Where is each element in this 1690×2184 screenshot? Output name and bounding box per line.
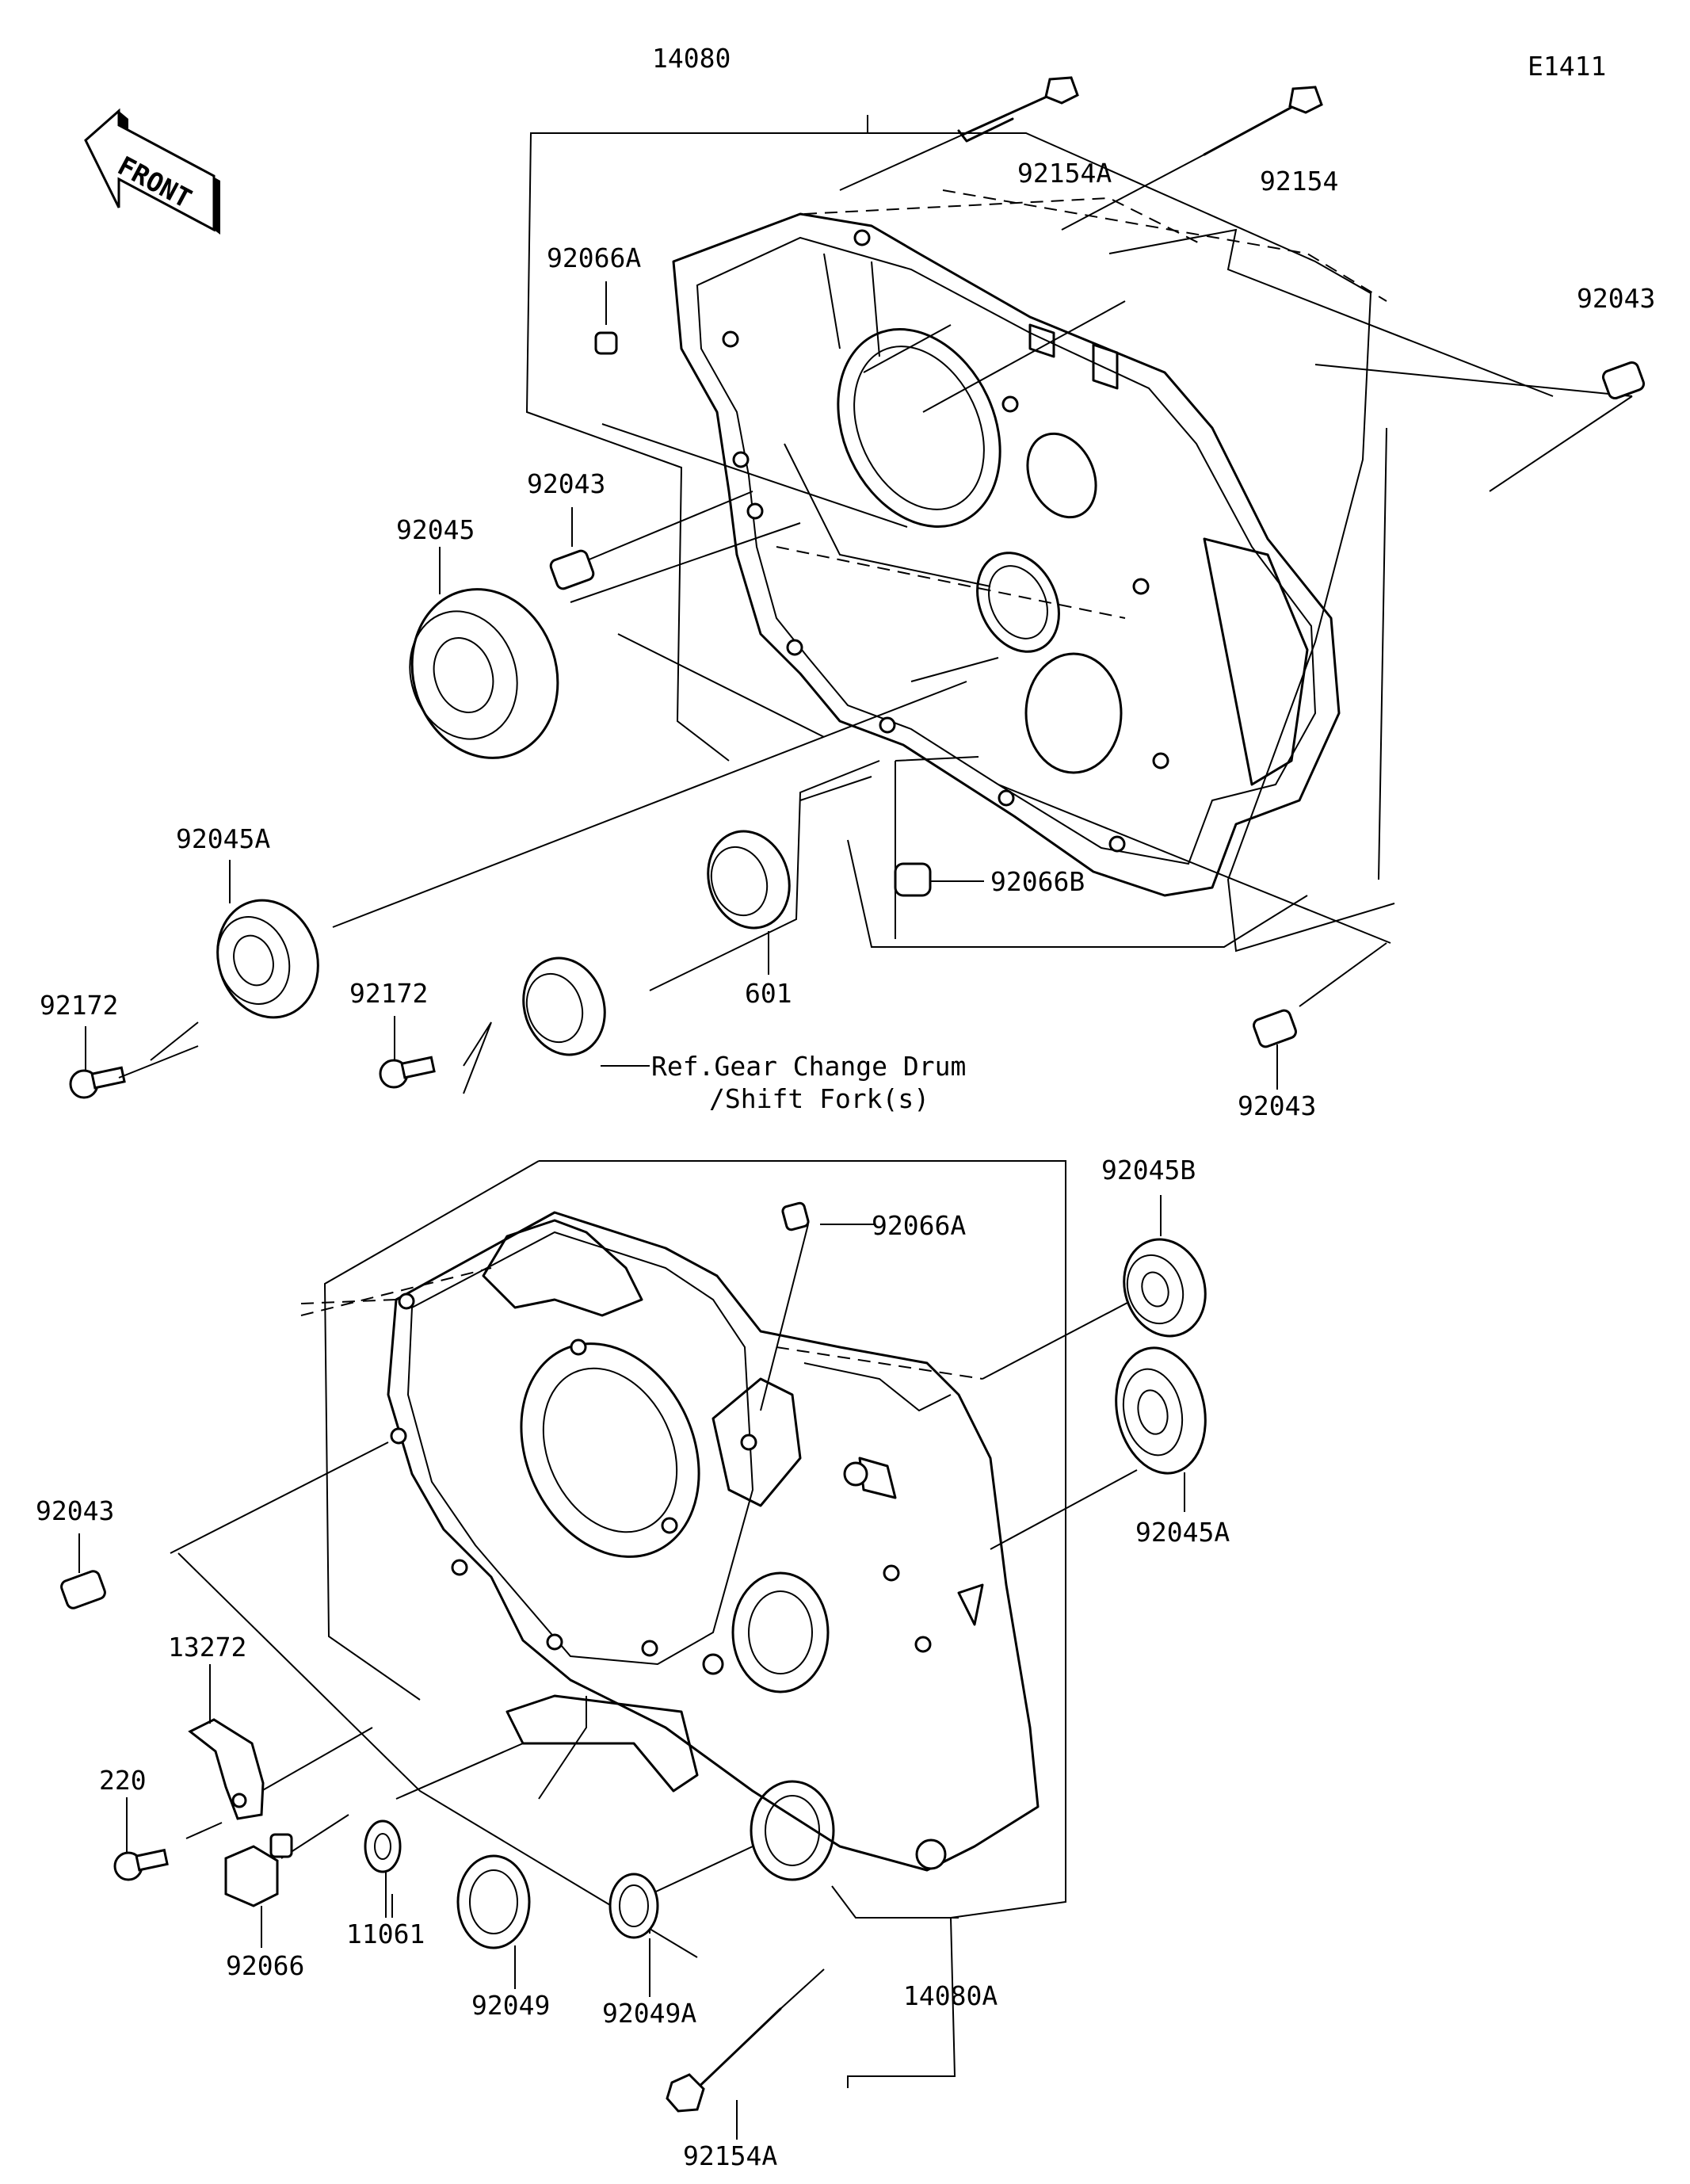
label-92066B: 92066B: [990, 866, 1085, 897]
seal-92049: [456, 1854, 531, 1989]
label-92043-left: 92043: [527, 468, 605, 499]
label-220: 220: [99, 1765, 147, 1796]
pin-92066B: [894, 862, 984, 897]
washer-11061: [364, 1819, 402, 1918]
label-92045A-lower: 92045A: [1135, 1517, 1230, 1548]
label-92154A-upper: 92154A: [1017, 158, 1112, 189]
label-92066A-lower: 92066A: [872, 1210, 966, 1241]
bolt-92154A-upper: [839, 76, 1079, 191]
upper-crankcase: [672, 212, 1341, 897]
figure-code: E1411: [1528, 51, 1606, 82]
dowel-92043-left: [549, 507, 595, 590]
label-92045: 92045: [396, 514, 475, 545]
label-11061: 11061: [346, 1919, 425, 1949]
label-92043-right: 92043: [1577, 283, 1655, 314]
label-92066A-upper: 92066A: [547, 242, 641, 273]
bearing-92045B: [1123, 1195, 1207, 1338]
bearing-601: [707, 830, 791, 975]
label-92045B: 92045B: [1101, 1155, 1196, 1186]
ref-shift-forks: /Shift Fork(s): [709, 1083, 929, 1114]
bolt-92154-upper: [1061, 86, 1323, 231]
label-14080A: 14080A: [903, 1980, 998, 2011]
dowel-92043-lower: [60, 1533, 106, 1609]
label-92045A-upper: 92045A: [176, 823, 270, 854]
pin-92066A-lower: [781, 1201, 810, 1231]
label-92154: 92154: [1260, 166, 1338, 197]
bracket-13272: [188, 1664, 265, 1820]
plug-92066: [224, 1833, 293, 1948]
bolt-92154A-lower: [666, 1968, 825, 2140]
label-92043-low-right: 92043: [1238, 1090, 1316, 1121]
label-92049A: 92049A: [602, 1998, 696, 2029]
front-arrow-icon: FRONT: [84, 108, 220, 235]
ref-gear-change-drum: Ref.Gear Change Drum: [651, 1051, 966, 1082]
lower-leader-lines: [170, 1160, 1142, 2088]
dowel-92043-right: [1601, 361, 1646, 400]
label-92043-lower: 92043: [36, 1495, 114, 1526]
label-92066: 92066: [226, 1950, 304, 1981]
bearing-92045: [409, 547, 559, 759]
lower-crankcase: [387, 1211, 1040, 1881]
upper-leader-lines: [332, 115, 1633, 1007]
bearing-ref-shift-drum: [522, 956, 650, 1067]
screw-92172-mid: [379, 1016, 492, 1094]
label-14080: 14080: [652, 43, 731, 74]
bearing-92045A-upper: [216, 860, 319, 1019]
label-92172-left: 92172: [40, 990, 118, 1021]
label-13272: 13272: [168, 1632, 246, 1663]
bearing-92045A-lower: [1115, 1346, 1207, 1512]
label-601: 601: [745, 978, 792, 1009]
screw-220: [113, 1797, 169, 1881]
dowel-92043-low-right: [1253, 1009, 1297, 1090]
seal-92049A: [608, 1873, 659, 1997]
label-92049: 92049: [471, 1990, 550, 2021]
label-92154A-lower: 92154A: [683, 2140, 777, 2171]
label-92172-mid: 92172: [349, 978, 428, 1009]
screw-92172-left: [69, 1021, 199, 1099]
pin-92066A-upper: [594, 281, 618, 355]
